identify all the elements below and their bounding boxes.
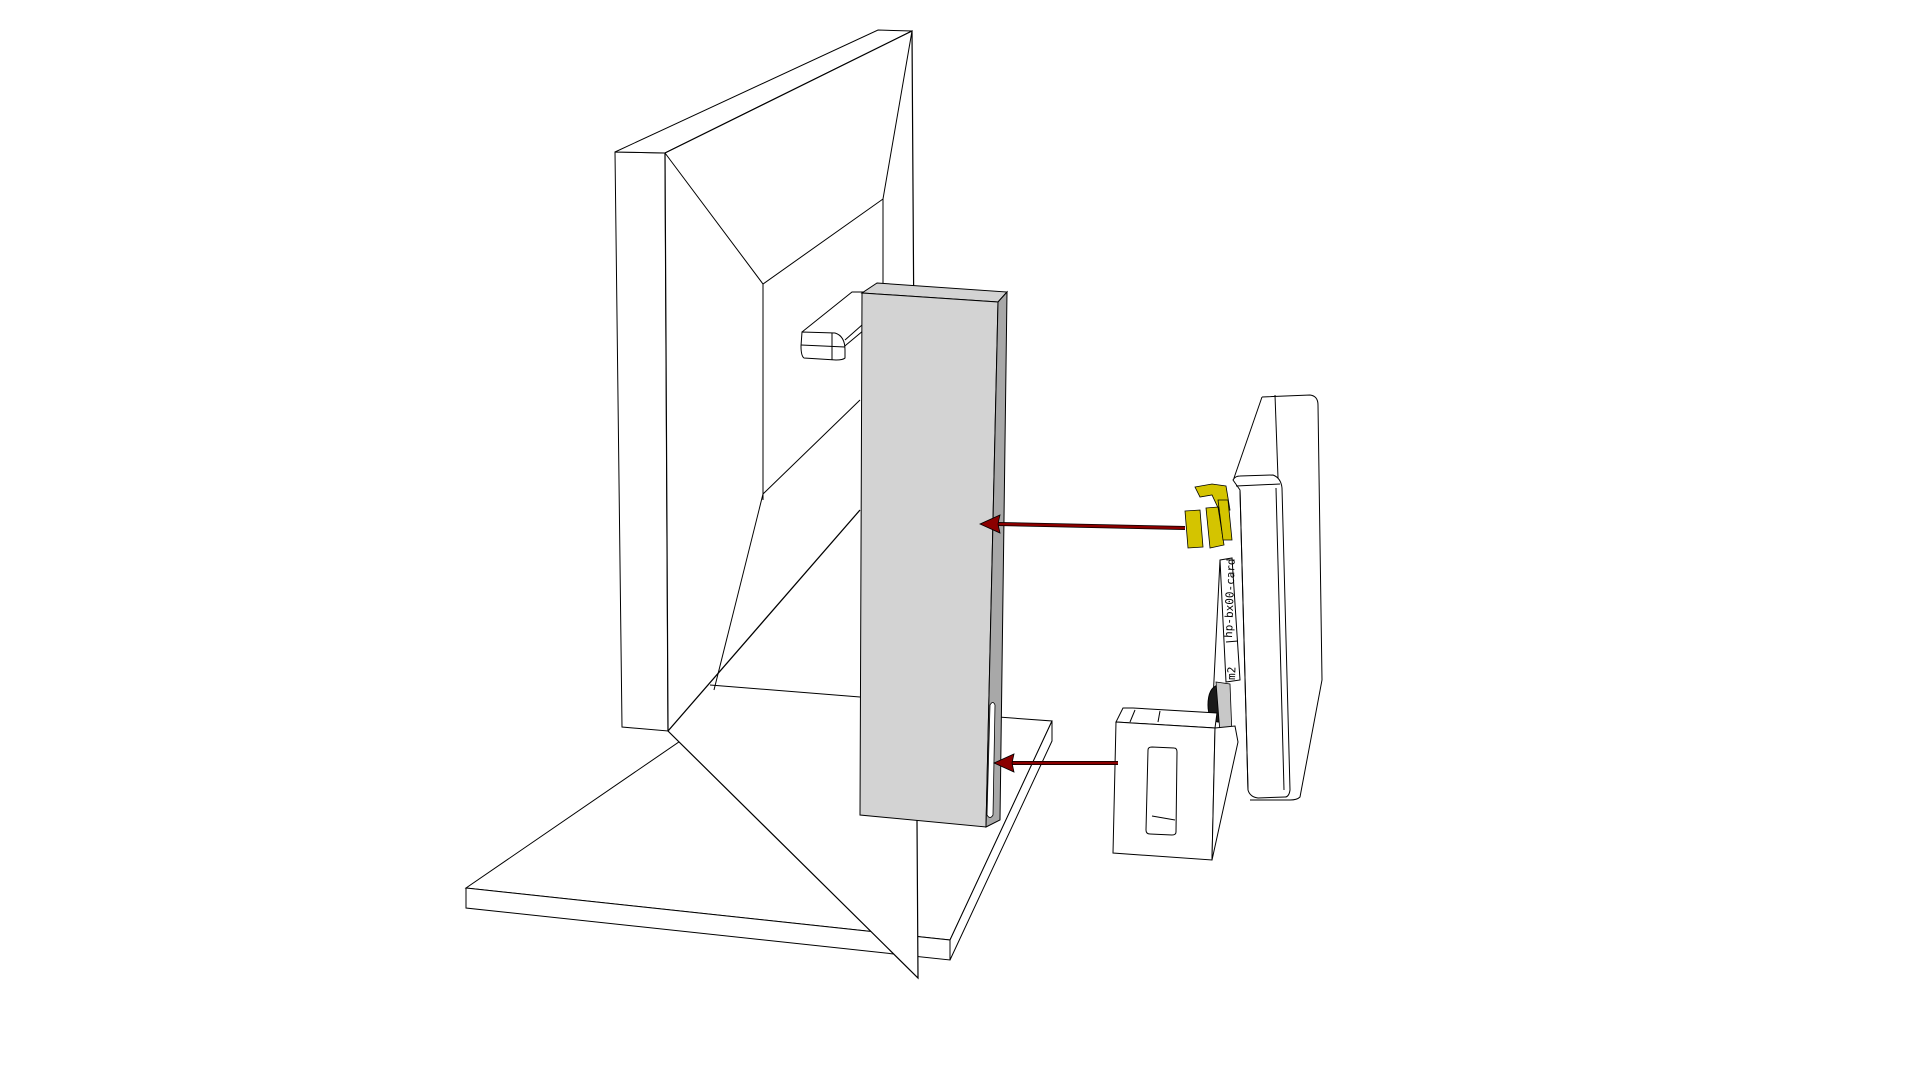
lower-arrow — [993, 753, 1118, 773]
yellow-clip — [1184, 483, 1233, 549]
slot-label: m2 — [1225, 666, 1238, 680]
card-label: hp-bx00-card — [1222, 558, 1238, 638]
mini-pc — [1209, 394, 1323, 801]
vesa-arm — [800, 291, 865, 361]
upper-arrow — [979, 514, 1186, 534]
slot-text: m2 — [1225, 666, 1238, 680]
monitor-back — [614, 29, 919, 980]
mounting-column — [859, 282, 1009, 828]
lower-bracket — [1112, 707, 1239, 861]
card-text: hp-bx00-card — [1222, 558, 1238, 638]
